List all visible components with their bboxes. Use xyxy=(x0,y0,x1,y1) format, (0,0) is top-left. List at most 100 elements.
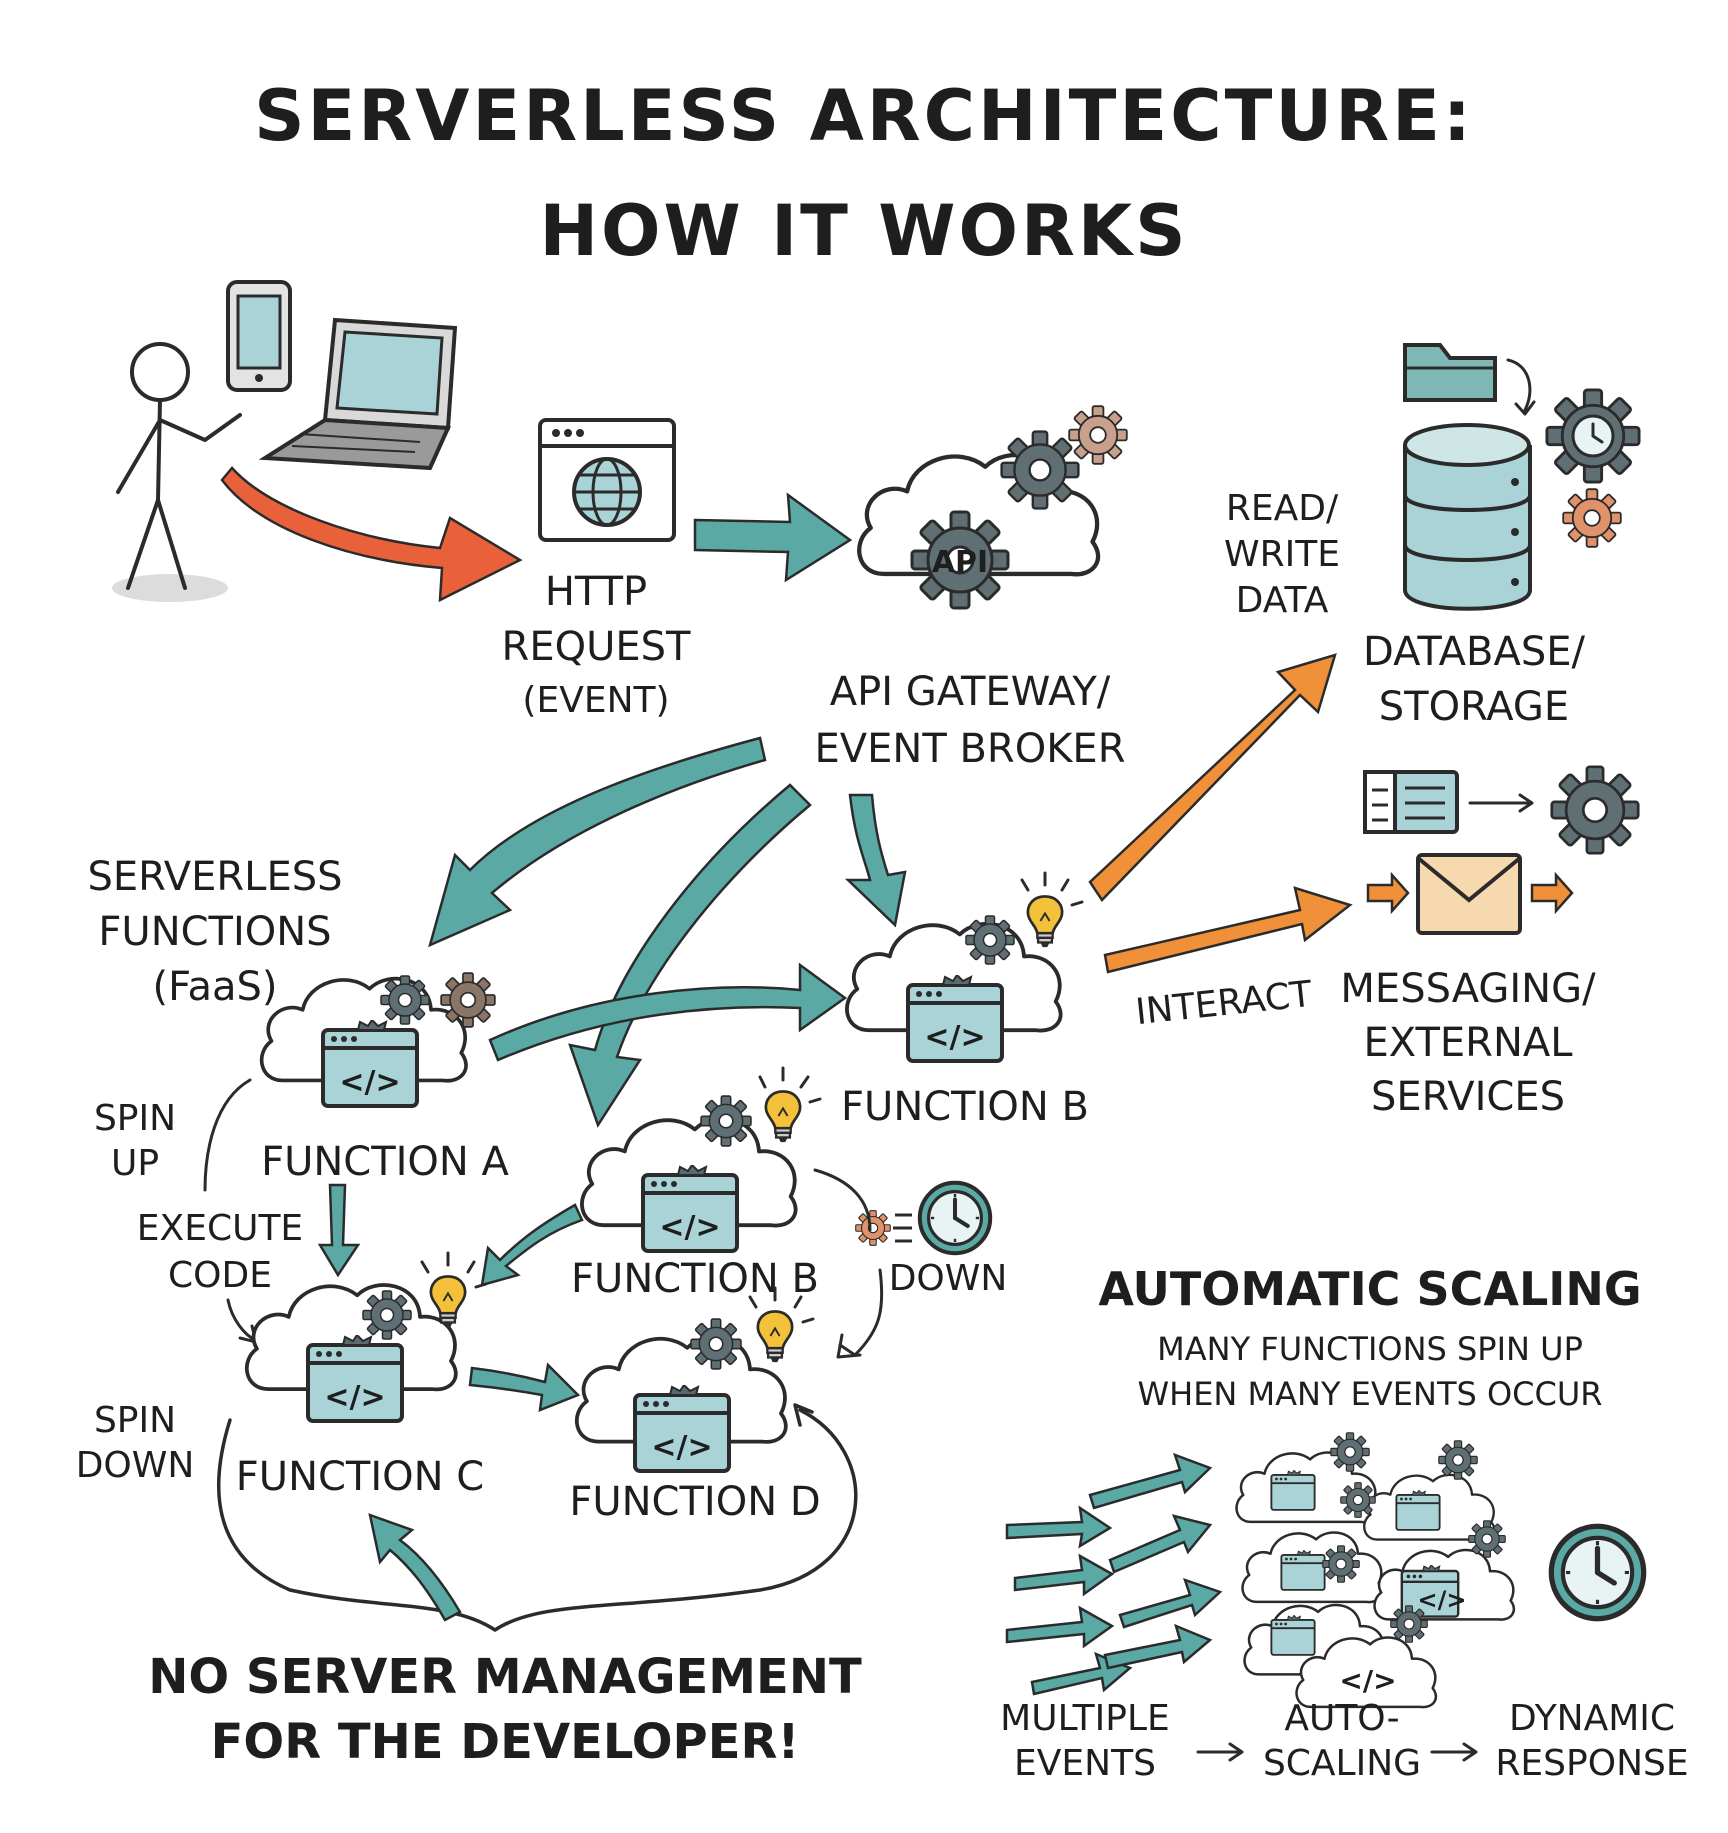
scaling-flow-3-line-2: RESPONSE xyxy=(1495,1743,1688,1784)
gear-icon xyxy=(700,1095,752,1147)
execute-label-2: CODE xyxy=(168,1255,272,1296)
api-gateway-label-2: EVENT BROKER xyxy=(815,726,1126,772)
scaling-flow-2-line-2: SCALING xyxy=(1263,1743,1421,1784)
gear-icon xyxy=(380,975,430,1025)
faas-label-3: (FaaS) xyxy=(153,964,278,1010)
clock-icon xyxy=(1551,1526,1643,1618)
spin-up-label-1: SPIN xyxy=(94,1098,176,1139)
read-write-label-2: WRITE xyxy=(1224,534,1340,575)
scaling-sub-1: MANY FUNCTIONS SPIN UP xyxy=(1157,1330,1583,1368)
arrow-spin-up-down xyxy=(317,1183,361,1278)
user-icon xyxy=(112,342,242,602)
event-arrow xyxy=(1030,1651,1133,1696)
database-icon xyxy=(1403,423,1532,611)
function-d-code: </> xyxy=(651,1430,712,1465)
messaging-label-2: EXTERNAL xyxy=(1363,1020,1573,1066)
arrow-loop-to-function-c xyxy=(368,1513,462,1622)
http-request-label-2: REQUEST xyxy=(502,624,691,670)
gear-icon xyxy=(362,1290,412,1340)
function-b-mid-cloud: </> xyxy=(580,1066,822,1253)
arrow-gateway-to-function-b-mid xyxy=(568,783,812,1128)
arrow-out-envelope xyxy=(1530,871,1574,915)
scaled-function-code: </> xyxy=(1339,1664,1396,1697)
arrow-request-to-gateway xyxy=(693,492,853,583)
event-arrow xyxy=(1088,1452,1213,1510)
scaled-function-code: </> xyxy=(1418,1586,1467,1614)
clock-icon xyxy=(1571,414,1615,458)
api-gateway-cloud: API xyxy=(859,405,1128,610)
gear-icon xyxy=(1068,405,1128,465)
no-server-label-2: FOR THE DEVELOPER! xyxy=(211,1714,800,1770)
database-label-1: DATABASE/ xyxy=(1363,629,1586,675)
gear-icon xyxy=(1550,765,1640,855)
function-a-cloud: </> xyxy=(259,972,496,1108)
gear-icon xyxy=(1562,488,1622,548)
gear-icon xyxy=(855,1210,891,1246)
gear-icon xyxy=(1330,1432,1370,1472)
function-c-label: FUNCTION C xyxy=(236,1454,484,1500)
arrow-function-b-to-function-c xyxy=(480,1203,584,1287)
execute-label-1: EXECUTE xyxy=(137,1208,303,1249)
scaling-flow-2-line-1: AUTO- xyxy=(1284,1698,1399,1739)
read-write-label-1: READ/ xyxy=(1226,488,1339,529)
spin-up-label-2: UP xyxy=(111,1143,159,1184)
function-b-top-cloud: </> xyxy=(845,871,1084,1063)
function-b-mid-label: FUNCTION B xyxy=(571,1256,819,1302)
scaling-title: AUTOMATIC SCALING xyxy=(1098,1262,1641,1316)
function-b-top-label: FUNCTION B xyxy=(841,1084,1089,1130)
http-request-label-3: (EVENT) xyxy=(522,680,669,721)
scaling-sub-2: WHEN MANY EVENTS OCCUR xyxy=(1137,1375,1602,1413)
event-arrow xyxy=(1005,1605,1115,1649)
gear-icon xyxy=(965,915,1015,965)
event-arrow xyxy=(1005,1505,1113,1549)
faas-label-1: SERVERLESS xyxy=(87,854,342,900)
spin-down-label-2: DOWN xyxy=(76,1445,195,1486)
api-gateway-label-1: API GATEWAY/ xyxy=(830,669,1111,715)
function-c-code: </> xyxy=(324,1380,385,1415)
gear-icon xyxy=(1322,1545,1360,1583)
spin-down-label-1: SPIN xyxy=(94,1400,176,1441)
arrow-function-b-to-database xyxy=(1088,653,1337,902)
lightbulb-icon xyxy=(764,1090,802,1144)
document-icon xyxy=(1363,770,1459,834)
code-window-icon xyxy=(1270,1615,1316,1656)
gear-icon xyxy=(440,972,496,1028)
laptop-icon xyxy=(258,317,458,471)
function-a-code: </> xyxy=(339,1065,400,1100)
no-server-label-1: NO SERVER MANAGEMENT xyxy=(148,1649,862,1705)
function-a-label: FUNCTION A xyxy=(261,1139,509,1185)
gear-icon xyxy=(1340,1482,1376,1518)
scaling-flow-1-line-2: EVENTS xyxy=(1014,1743,1156,1784)
title-line-2: HOW IT WORKS xyxy=(539,190,1188,272)
messaging-label-1: MESSAGING/ xyxy=(1340,966,1596,1012)
arrow-gateway-to-function-b-top xyxy=(844,793,907,928)
function-b-mid-code: </> xyxy=(659,1210,720,1245)
gear-icon xyxy=(1000,430,1080,510)
event-arrows xyxy=(1005,1452,1223,1696)
event-arrow xyxy=(1013,1553,1115,1597)
browser-globe-icon xyxy=(538,418,676,542)
code-window-icon xyxy=(1395,1490,1441,1531)
phone-icon xyxy=(226,280,292,392)
interact-label: INTERACT xyxy=(1134,974,1315,1033)
database-label-2: STORAGE xyxy=(1379,684,1569,730)
function-d-label: FUNCTION D xyxy=(569,1479,820,1525)
event-arrow xyxy=(1103,1623,1213,1670)
event-arrow xyxy=(1118,1577,1223,1629)
code-window-icon xyxy=(1270,1470,1316,1511)
scaled-functions-cluster: </> </> xyxy=(1235,1432,1516,1709)
faas-label-2: FUNCTIONS xyxy=(98,909,331,955)
envelope-icon xyxy=(1416,853,1522,935)
arrow-gateway-to-faas xyxy=(428,736,767,948)
folder-icon xyxy=(1403,343,1497,402)
messaging-label-3: SERVICES xyxy=(1371,1074,1565,1120)
gear-icon xyxy=(1468,1520,1506,1558)
function-c-cloud: </> xyxy=(244,1251,488,1423)
code-window-icon xyxy=(1280,1550,1326,1591)
read-write-label-3: DATA xyxy=(1236,580,1329,621)
arrow-function-b-to-messaging xyxy=(1103,886,1353,974)
lightbulb-icon xyxy=(756,1310,794,1364)
arrow-function-c-to-function-d xyxy=(468,1362,581,1412)
api-badge: API xyxy=(932,545,988,580)
